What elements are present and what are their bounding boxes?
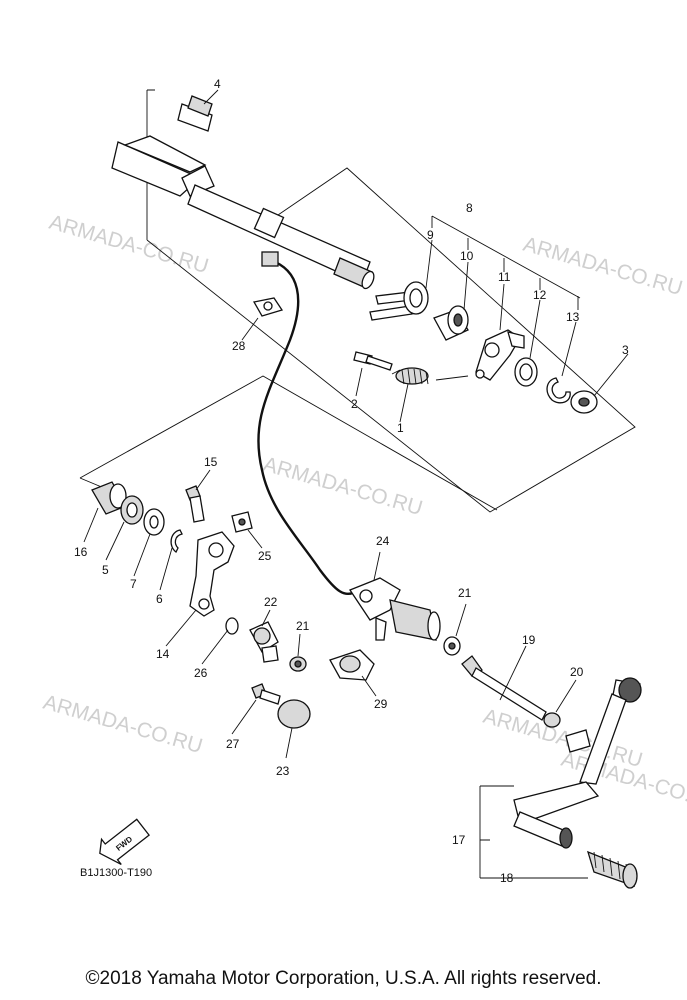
circlip-13 [546,377,571,404]
ball-joint-22 [249,621,279,663]
part-label: 6 [156,592,163,606]
part-label: 25 [258,549,272,563]
clip-28 [252,297,284,317]
boot-29 [329,649,375,681]
part-label: 24 [376,534,390,548]
part-label: 17 [452,833,466,847]
watermark: ARMADA-CO.RU [261,453,425,520]
spring-1 [391,367,469,385]
part-label: 14 [156,647,170,661]
bolt-2 [353,351,393,371]
nut-21-right [443,636,461,656]
bracket-17-18 [479,785,588,879]
part-label: 9 [427,228,434,242]
part-label: 5 [102,563,109,577]
bolt-27 [251,683,281,705]
group-8-lines [431,215,581,310]
lower-group-outline [79,375,498,511]
part-labels: 1 2 3 4 5 6 7 8 9 10 11 12 13 14 15 16 1… [74,77,629,885]
rod-19 [461,655,547,721]
part-label: 15 [204,455,218,469]
copyright: ©2018 Yamaha Motor Corporation, U.S.A. A… [85,968,602,989]
part-label: 13 [566,310,580,324]
washer-7 [143,508,165,536]
part-label: 16 [74,545,88,559]
watermark: ARMADA-CO.RU [47,211,211,278]
part-label: 20 [570,665,584,679]
cable-end [261,251,279,267]
nut-25 [231,511,253,533]
part-label: 27 [226,737,240,751]
pedal-rubber-18 [586,850,638,889]
cap-23 [277,699,311,729]
part-label: 11 [498,270,511,284]
part-label: 26 [194,666,208,680]
arm-14 [189,531,235,617]
shift-shaft [111,135,375,290]
part-label: 19 [522,633,536,647]
bolt-15 [185,485,205,523]
nut-20 [543,712,561,728]
part-label: 18 [500,871,514,885]
bolt-4 [177,95,213,132]
oil-seal-5 [120,495,144,525]
part-label: 21 [458,586,472,600]
diagram-code: B1J1300-T190 [80,867,152,879]
part-label: 3 [622,343,629,357]
part-label: 4 [214,77,221,91]
fwd-arrow-icon: FWD [99,818,150,866]
shift-cable [257,258,359,596]
circlip-6 [170,529,183,553]
part-label: 21 [296,619,310,633]
watermark: ARMADA-CO.RU [41,691,205,758]
washer-26 [225,617,239,635]
washer-12 [514,357,538,387]
part-label: 29 [374,697,388,711]
lever-11 [475,329,525,381]
shift-pedal-17 [513,677,642,849]
actuator-24 [349,577,441,641]
part-label: 2 [351,397,358,411]
part-label: 8 [466,201,473,215]
leader-lines [83,89,629,759]
part-label: 7 [130,577,137,591]
spring-9 [369,281,429,321]
collar-10 [433,305,469,341]
part-label: 23 [276,764,290,778]
nut-21-left [289,656,307,672]
part-label: 12 [533,288,547,302]
part-label: 28 [232,339,246,353]
part-label: 1 [397,421,404,435]
part-label: 10 [460,249,474,263]
washer-3 [570,390,598,414]
part-label: 22 [264,595,278,609]
